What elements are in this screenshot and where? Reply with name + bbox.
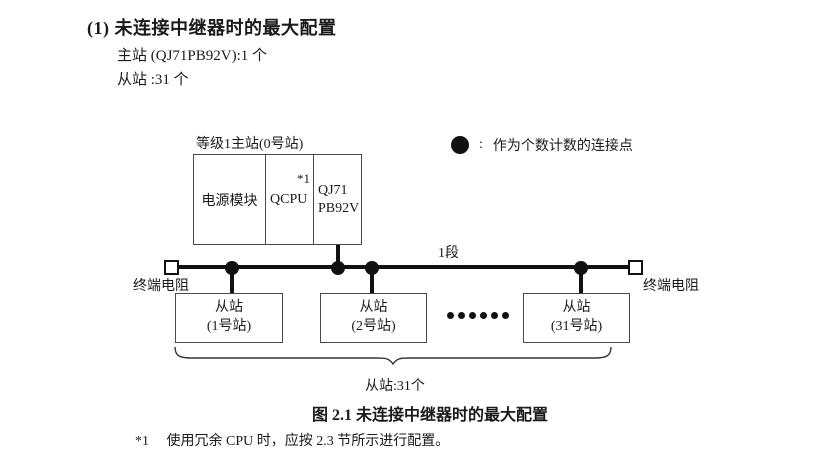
figure-caption: 图 2.1 未连接中继器时的最大配置: [311, 407, 548, 424]
slave-station-31-box: 从站 (31号站): [523, 293, 630, 343]
legend-label: 作为个数计数的连接点: [492, 139, 633, 154]
slave2-drop-line: [370, 268, 374, 293]
cpu-label: QCPU: [270, 191, 308, 207]
ellipsis-dot: [480, 312, 487, 319]
terminal-resistor-left-icon: [164, 260, 179, 275]
terminal-resistor-right-label: 终端电阻: [643, 279, 699, 294]
slave-station-2-box: 从站 (2号站): [320, 293, 427, 343]
brace: [174, 346, 612, 366]
cpu-cell: *1 QCPU: [266, 155, 314, 244]
footnote-marker: *1: [135, 434, 149, 449]
terminal-resistor-right-icon: [628, 260, 643, 275]
slave31-drop-line: [579, 268, 583, 293]
slave2-label-line1: 从站: [359, 300, 388, 316]
connection-point-icon: [451, 136, 469, 154]
slave31-label-line1: 从站: [562, 300, 591, 316]
pb92v-label-line2: PB92V: [318, 200, 360, 216]
ellipsis-dot: [447, 312, 454, 319]
power-module-cell: 电源模块: [194, 155, 266, 244]
pb92v-label-line1: QJ71: [318, 183, 348, 198]
ellipsis-dot: [502, 312, 509, 319]
bus-line: [171, 265, 636, 269]
slave1-label-line1: 从站: [215, 300, 243, 316]
connection-point-dot: [331, 261, 345, 275]
legend: : 作为个数计数的连接点: [451, 135, 633, 155]
terminal-resistor-left-label: 终端电阻: [133, 279, 189, 294]
segment-label: 1段: [438, 246, 459, 261]
ellipsis-dot: [458, 312, 465, 319]
master-station-box: 电源模块 *1 QCPU QJ71 PB92V: [193, 154, 362, 245]
master-station-label: 等级1主站(0号站): [196, 137, 304, 152]
slave2-label-line2: (2号站): [351, 319, 396, 334]
legend-separator: :: [479, 137, 483, 152]
ellipsis-dots: [447, 312, 509, 319]
slave-total-label: 从站:31个: [365, 379, 425, 394]
pb92v-cell: QJ71 PB92V: [314, 155, 361, 244]
footnote-text: 使用冗余 CPU 时，应按 2.3 节所示进行配置。: [166, 434, 450, 449]
power-module-label: 电源模块: [201, 193, 258, 209]
slave-count-line: 从站 :31 个: [117, 72, 189, 88]
connection-point-dot: [574, 261, 588, 275]
slave-station-1-box: 从站 (1号站): [175, 293, 283, 343]
ellipsis-dot: [469, 312, 476, 319]
slave1-label-line2: (1号站): [206, 319, 252, 334]
master-drop-line: [336, 245, 340, 267]
section-title: (1) 未连接中继器时的最大配置: [87, 18, 337, 38]
footnote: *1 使用冗余 CPU 时，应按 2.3 节所示进行配置。: [135, 430, 449, 450]
master-count-line: 主站 (QJ71PB92V):1 个: [117, 48, 268, 64]
slave1-drop-line: [230, 268, 234, 293]
cpu-footnote-marker: *1: [297, 171, 310, 186]
ellipsis-dot: [491, 312, 498, 319]
connection-point-dot: [225, 261, 239, 275]
connection-point-dot: [365, 261, 379, 275]
slave31-label-line2: (31号站): [550, 319, 603, 334]
